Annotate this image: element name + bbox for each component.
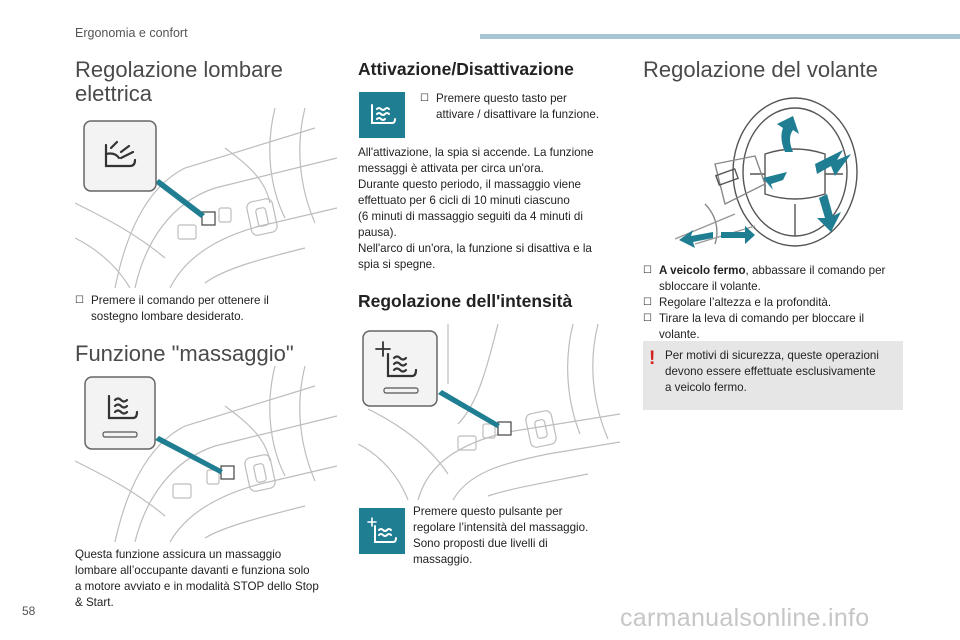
pointer-line (155, 179, 205, 218)
adjustment-arrow-icon (679, 116, 851, 248)
bullet-marker: ☐ (643, 265, 652, 276)
pointer-line (155, 436, 223, 474)
intensity-desc-line: regolare l’intensità del massaggio. (413, 521, 589, 534)
steering-step-2-text: Regolare l’altezza e la profondità. (659, 296, 832, 309)
bullet-marker: ☐ (643, 313, 652, 324)
activation-title: Attivazione/Disattivazione (358, 59, 574, 79)
massage-desc-line: Questa funzione assicura un massaggio (75, 548, 282, 561)
activation-bullet-line1: Premere questo tasto per (436, 92, 567, 105)
activation-desc-line: All'attivazione, la spia si accende. La … (358, 146, 594, 159)
activation-desc-line: pausa). (358, 226, 397, 239)
intensity-desc-line: Premere questo pulsante per (413, 505, 563, 518)
steering-step-3-text: Tirare la leva di comando per bloccare i… (659, 312, 865, 325)
bullet-marker: ☐ (643, 297, 652, 308)
activation-desc-line: (6 minuti di massaggio seguiti da 4 minu… (358, 210, 583, 223)
bullet-marker: ☐ (420, 93, 429, 104)
activation-desc-line: effettuato per 6 cicli di 10 minuti cias… (358, 194, 570, 207)
activation-bullet-line2: attivare / disattivare la funzione. (436, 108, 600, 121)
massage-intensity-icon (375, 341, 418, 378)
steering-title: Regolazione del volante (643, 57, 878, 82)
massage-description: Questa funzione assicura un massaggio lo… (75, 547, 345, 611)
warning-line: a veicolo fermo. (665, 381, 747, 394)
steering-step-3-line2: volante. (659, 328, 700, 341)
intensity-description: Premere questo pulsante per regolare l’i… (413, 504, 618, 568)
watermark: carmanualsonline.info (620, 604, 870, 632)
page-number: 58 (22, 604, 36, 618)
intensity-desc-line: Sono proposti due livelli di (413, 537, 548, 550)
massage-desc-line: a motore avviato e in modalità STOP dell… (75, 580, 319, 593)
intensity-title: Regolazione dell'intensità (358, 291, 573, 311)
intensity-desc-line: massaggio. (413, 553, 473, 566)
steering-instructions: ☐ A veicolo fermo, abbassare il comando p… (643, 263, 913, 343)
warning-icon: ! (649, 348, 656, 369)
activation-desc-line: Nell'arco di un'ora, la funzione si disa… (358, 242, 592, 255)
massage-toggle-icon (359, 92, 405, 138)
massage-seat-illustration (75, 366, 337, 542)
safety-warning-box: ! Per motivi di sicurezza, queste operaz… (643, 341, 903, 410)
activation-description: All'attivazione, la spia si accende. La … (358, 145, 620, 273)
lumbar-title-line1: Regolazione lombare (75, 57, 283, 82)
steering-step-1-text: , abbassare il comando per (745, 264, 886, 277)
massage-intensity-button-icon (359, 508, 405, 554)
lumbar-title-line2: elettrica (75, 81, 153, 106)
activation-instruction: ☐ Premere questo tasto per attivare / dis… (420, 91, 620, 123)
massage-desc-line: lombare all’occupante davanti e funziona… (75, 564, 310, 577)
lumbar-seat-icon (104, 140, 137, 168)
warning-line: devono essere effettuate esclusivamente (665, 365, 876, 378)
lumbar-bullet-line1: Premere il comando per ottenere il (91, 294, 269, 307)
pointer-line (438, 390, 500, 428)
massage-control-button (220, 465, 235, 480)
activation-desc-line: messaggi è attivata per circa un'ora. (358, 162, 544, 175)
intensity-seat-illustration (358, 324, 620, 500)
bullet-marker: ☐ (75, 295, 84, 306)
steering-step-1: ☐ A veicolo fermo, abbassare il comando p… (643, 263, 913, 279)
section-header: Ergonomia e confort (75, 26, 188, 40)
safety-warning-text: Per motivi di sicurezza, queste operazio… (665, 348, 897, 396)
warning-line: Per motivi di sicurezza, queste operazio… (665, 349, 879, 362)
steering-step-2: ☐ Regolare l’altezza e la profondità. (643, 295, 913, 311)
activation-desc-line: Durante questo periodo, il massaggio vie… (358, 178, 581, 191)
massage-title: Funzione "massaggio" (75, 341, 294, 366)
lumbar-seat-illustration (75, 108, 337, 288)
header-accent-bar (480, 34, 960, 39)
steering-step-1-line2: sbloccare il volante. (659, 280, 761, 293)
lumbar-instruction: ☐ Premere il comando per ottenere il sost… (75, 293, 337, 325)
massage-desc-line: & Start. (75, 596, 114, 609)
intensity-control-button (497, 421, 512, 436)
steering-step-3: ☐ Tirare la leva di comando per bloccare … (643, 311, 913, 327)
steering-wheel-illustration (675, 97, 858, 248)
lumbar-bullet-line2: sostegno lombare desiderato. (91, 310, 244, 323)
massage-seat-icon (107, 394, 139, 420)
lumbar-title: Regolazione lombare elettrica (75, 58, 335, 106)
steering-step-1-bold: A veicolo fermo (659, 264, 746, 277)
activation-desc-line: spia si spegne. (358, 258, 436, 271)
lumbar-control-button (201, 211, 216, 226)
